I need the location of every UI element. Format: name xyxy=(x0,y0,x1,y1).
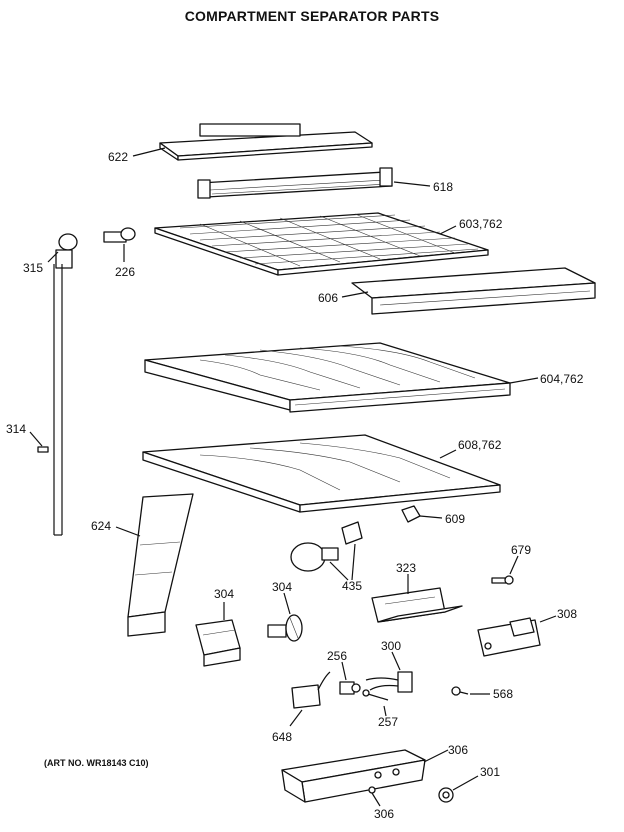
label-568: 568 xyxy=(493,687,513,701)
part-308-bracket xyxy=(477,617,541,657)
label-301: 301 xyxy=(480,765,500,779)
part-624-duct xyxy=(127,493,194,637)
part-608-tray xyxy=(142,434,501,513)
leader-435a xyxy=(329,561,349,581)
label-304a: 304 xyxy=(214,587,234,601)
part-300-harness xyxy=(365,671,413,693)
leader-603 xyxy=(439,225,457,235)
part-tube xyxy=(53,264,63,536)
label-306b: 306 xyxy=(374,807,394,821)
leader-256 xyxy=(341,661,347,681)
leader-608 xyxy=(439,449,457,459)
label-314: 314 xyxy=(6,422,26,436)
leader-304b xyxy=(283,592,291,615)
leader-315 xyxy=(47,251,59,263)
leader-618 xyxy=(393,181,431,187)
leader-606 xyxy=(341,291,369,298)
label-300: 300 xyxy=(381,639,401,653)
part-226-plug xyxy=(103,227,136,243)
leader-301 xyxy=(452,775,479,791)
part-618-rail xyxy=(197,167,393,199)
art-number: (ART NO. WR18143 C10) xyxy=(44,758,149,768)
part-304-switch-box xyxy=(195,619,241,667)
label-257: 257 xyxy=(378,715,398,729)
label-323: 323 xyxy=(396,561,416,575)
leader-622 xyxy=(132,147,166,157)
part-306-base xyxy=(281,749,426,803)
leader-306b xyxy=(371,792,381,807)
leader-435b xyxy=(351,543,356,581)
part-606-trim xyxy=(351,267,596,315)
label-606: 606 xyxy=(318,291,338,305)
part-301-nut xyxy=(438,787,454,803)
part-603-shelf xyxy=(154,212,489,276)
part-304-knob xyxy=(267,614,303,642)
label-624: 624 xyxy=(91,519,111,533)
label-603: 603,762 xyxy=(459,217,503,231)
part-568-screw xyxy=(451,686,469,696)
label-618: 618 xyxy=(433,180,453,194)
leader-306a xyxy=(423,749,449,763)
leader-604 xyxy=(509,377,539,384)
label-679: 679 xyxy=(511,543,531,557)
label-315: 315 xyxy=(23,261,43,275)
label-648: 648 xyxy=(272,730,292,744)
part-604-tray xyxy=(144,342,511,413)
part-679-screw xyxy=(491,575,514,585)
page-title: COMPARTMENT SEPARATOR PARTS xyxy=(184,8,440,24)
label-609: 609 xyxy=(445,512,465,526)
label-226: 226 xyxy=(115,265,135,279)
part-622-cover xyxy=(159,123,373,161)
part-256-connector xyxy=(339,681,361,695)
label-622: 622 xyxy=(108,150,128,164)
label-435: 435 xyxy=(342,579,362,593)
leader-300 xyxy=(391,651,401,671)
part-315-bracket xyxy=(55,233,78,269)
part-648-thermostat xyxy=(291,671,331,709)
label-256: 256 xyxy=(327,649,347,663)
label-308: 308 xyxy=(557,607,577,621)
leader-624 xyxy=(115,526,141,537)
leader-314 xyxy=(29,431,43,447)
label-608: 608,762 xyxy=(458,438,502,452)
part-323-housing xyxy=(371,587,463,623)
leader-609 xyxy=(419,515,443,519)
part-314-clip xyxy=(37,446,49,453)
leader-308 xyxy=(539,615,557,623)
label-306a: 306 xyxy=(448,743,468,757)
part-257-screw xyxy=(362,689,389,701)
leader-257 xyxy=(383,705,387,717)
label-304b: 304 xyxy=(272,580,292,594)
leader-679 xyxy=(509,555,519,575)
leader-648 xyxy=(289,709,303,727)
part-435-bulb xyxy=(290,521,363,572)
label-604: 604,762 xyxy=(540,372,584,386)
part-609-clip xyxy=(401,505,421,523)
